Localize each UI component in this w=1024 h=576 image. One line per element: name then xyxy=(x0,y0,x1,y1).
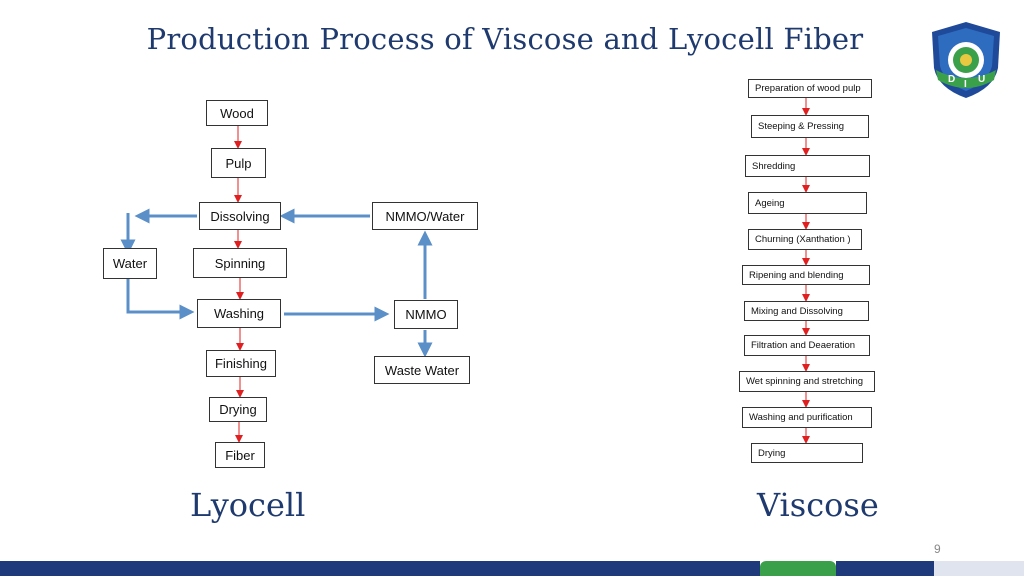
lyocell-side-nmmo: NMMO xyxy=(394,300,458,329)
logo-letter: I xyxy=(964,79,967,90)
page-title: Production Process of Viscose and Lyocel… xyxy=(146,22,864,56)
footer-bar-navy xyxy=(0,561,760,576)
viscose-step: Filtration and Deaeration xyxy=(744,335,870,356)
lyocell-side-nmmo-water: NMMO/Water xyxy=(372,202,478,230)
lyocell-step-spinning: Spinning xyxy=(193,248,287,278)
viscose-step: Shredding xyxy=(745,155,870,177)
lyocell-side-water: Water xyxy=(103,248,157,279)
viscose-step: Steeping & Pressing xyxy=(751,115,869,138)
lyocell-side-waste-water: Waste Water xyxy=(374,356,470,384)
viscose-step: Preparation of wood pulp xyxy=(748,79,872,98)
viscose-step: Mixing and Dissolving xyxy=(744,301,869,321)
page-number: 9 xyxy=(934,542,941,556)
viscose-step: Drying xyxy=(751,443,863,463)
lyocell-step-dissolving: Dissolving xyxy=(199,202,281,230)
lyocell-caption: Lyocell xyxy=(190,486,306,524)
viscose-step: Ripening and blending xyxy=(742,265,870,285)
logo-letter: U xyxy=(978,74,985,85)
recycle-arrow xyxy=(126,279,195,320)
footer-bar-green xyxy=(760,561,836,576)
lyocell-step-washing: Washing xyxy=(197,299,281,328)
viscose-caption: Viscose xyxy=(757,486,879,524)
viscose-step: Wet spinning and stretching xyxy=(739,371,875,392)
footer-bar-navy-right xyxy=(836,561,934,576)
viscose-step: Ageing xyxy=(748,192,867,214)
logo-letter: D xyxy=(948,74,955,85)
lyocell-step-fiber: Fiber xyxy=(215,442,265,468)
university-shield-logo: D I U xyxy=(932,22,1000,98)
lyocell-step-drying: Drying xyxy=(209,397,267,422)
viscose-step: Churning (Xanthation ) xyxy=(748,229,862,250)
footer-bar-light xyxy=(934,561,1024,576)
lyocell-step-finishing: Finishing xyxy=(206,350,276,377)
lyocell-step-wood: Wood xyxy=(206,100,268,126)
lyocell-step-pulp: Pulp xyxy=(211,148,266,178)
viscose-step: Washing and purification xyxy=(742,407,872,428)
